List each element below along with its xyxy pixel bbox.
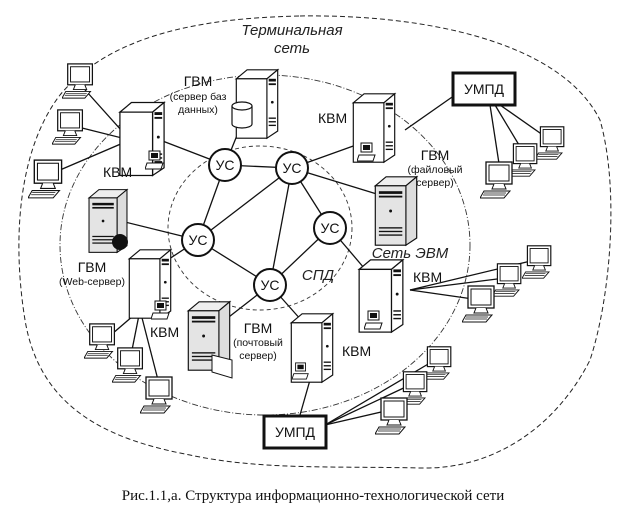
us-label: УС bbox=[282, 160, 301, 176]
database-icon bbox=[231, 101, 253, 129]
file-server-icon bbox=[374, 176, 418, 246]
us-node: УС bbox=[208, 148, 242, 182]
workstation-group bbox=[462, 245, 552, 323]
gvm-web-label: ГВМ bbox=[78, 259, 107, 275]
kvm-server-icon bbox=[358, 259, 404, 333]
umpd-label: УМПД bbox=[275, 424, 316, 440]
mail-envelope-icon bbox=[211, 354, 233, 379]
us-node: УС bbox=[313, 211, 347, 245]
web-server-desc: (Web-сервер) bbox=[59, 276, 125, 288]
workstation-group bbox=[28, 63, 94, 199]
gvm-db-label: ГВМ bbox=[184, 73, 213, 89]
workstation-icon bbox=[480, 161, 513, 199]
terminal-network-label-2: сеть bbox=[274, 40, 310, 57]
workstation-icon bbox=[62, 63, 94, 99]
workstation-icon bbox=[112, 347, 144, 383]
globe-icon bbox=[112, 234, 128, 250]
kvm-label: КВМ bbox=[413, 269, 442, 285]
kvm-server-icon bbox=[290, 313, 334, 383]
us-label: УС bbox=[320, 220, 339, 236]
umpd-box: УМПД bbox=[451, 71, 517, 107]
spd-boundary bbox=[167, 145, 353, 311]
workstation-icon bbox=[52, 109, 84, 145]
terminal-network-label: Терминальная bbox=[241, 22, 342, 39]
umpd-box: УМПД bbox=[262, 414, 328, 450]
kvm-label: КВМ bbox=[150, 324, 179, 340]
mail-server-desc-2: сервер) bbox=[239, 350, 277, 362]
kvm-server-icon bbox=[352, 93, 396, 163]
workstation-icon bbox=[84, 323, 116, 359]
us-label: УС bbox=[260, 277, 279, 293]
workstation-icon bbox=[375, 397, 408, 435]
gvm-mail-label: ГВМ bbox=[244, 320, 273, 336]
us-node: УС bbox=[181, 223, 215, 257]
workstation-icon bbox=[28, 159, 63, 199]
workstation-icon bbox=[462, 285, 495, 323]
file-server-desc-2: сервер) bbox=[416, 177, 454, 189]
us-node: УС bbox=[275, 151, 309, 185]
workstation-group bbox=[375, 346, 452, 435]
db-server-desc-2: данных) bbox=[178, 104, 218, 116]
workstation-group bbox=[480, 126, 565, 199]
terminal-network-boundary bbox=[18, 15, 612, 469]
file-server-desc: (файловый bbox=[408, 164, 463, 176]
us-label: УС bbox=[215, 157, 234, 173]
kvm-label: КВМ bbox=[318, 110, 347, 126]
us-label: УС bbox=[188, 232, 207, 248]
figure-caption: Рис.1.1,а. Структура информационно-техно… bbox=[122, 488, 504, 504]
workstation-icon bbox=[535, 126, 565, 160]
umpd-label: УМПД bbox=[464, 81, 505, 97]
spd-label: СПД bbox=[302, 267, 335, 284]
kvm-label: КВМ bbox=[103, 164, 132, 180]
gvm-file-label: ГВМ bbox=[421, 147, 450, 163]
us-node: УС bbox=[253, 268, 287, 302]
mail-server-desc: (почтовый bbox=[233, 337, 283, 349]
computer-network-label: Сеть ЭВМ bbox=[372, 245, 449, 262]
db-server-desc: (сервер баз bbox=[170, 91, 227, 103]
kvm-label: КВМ bbox=[342, 343, 371, 359]
